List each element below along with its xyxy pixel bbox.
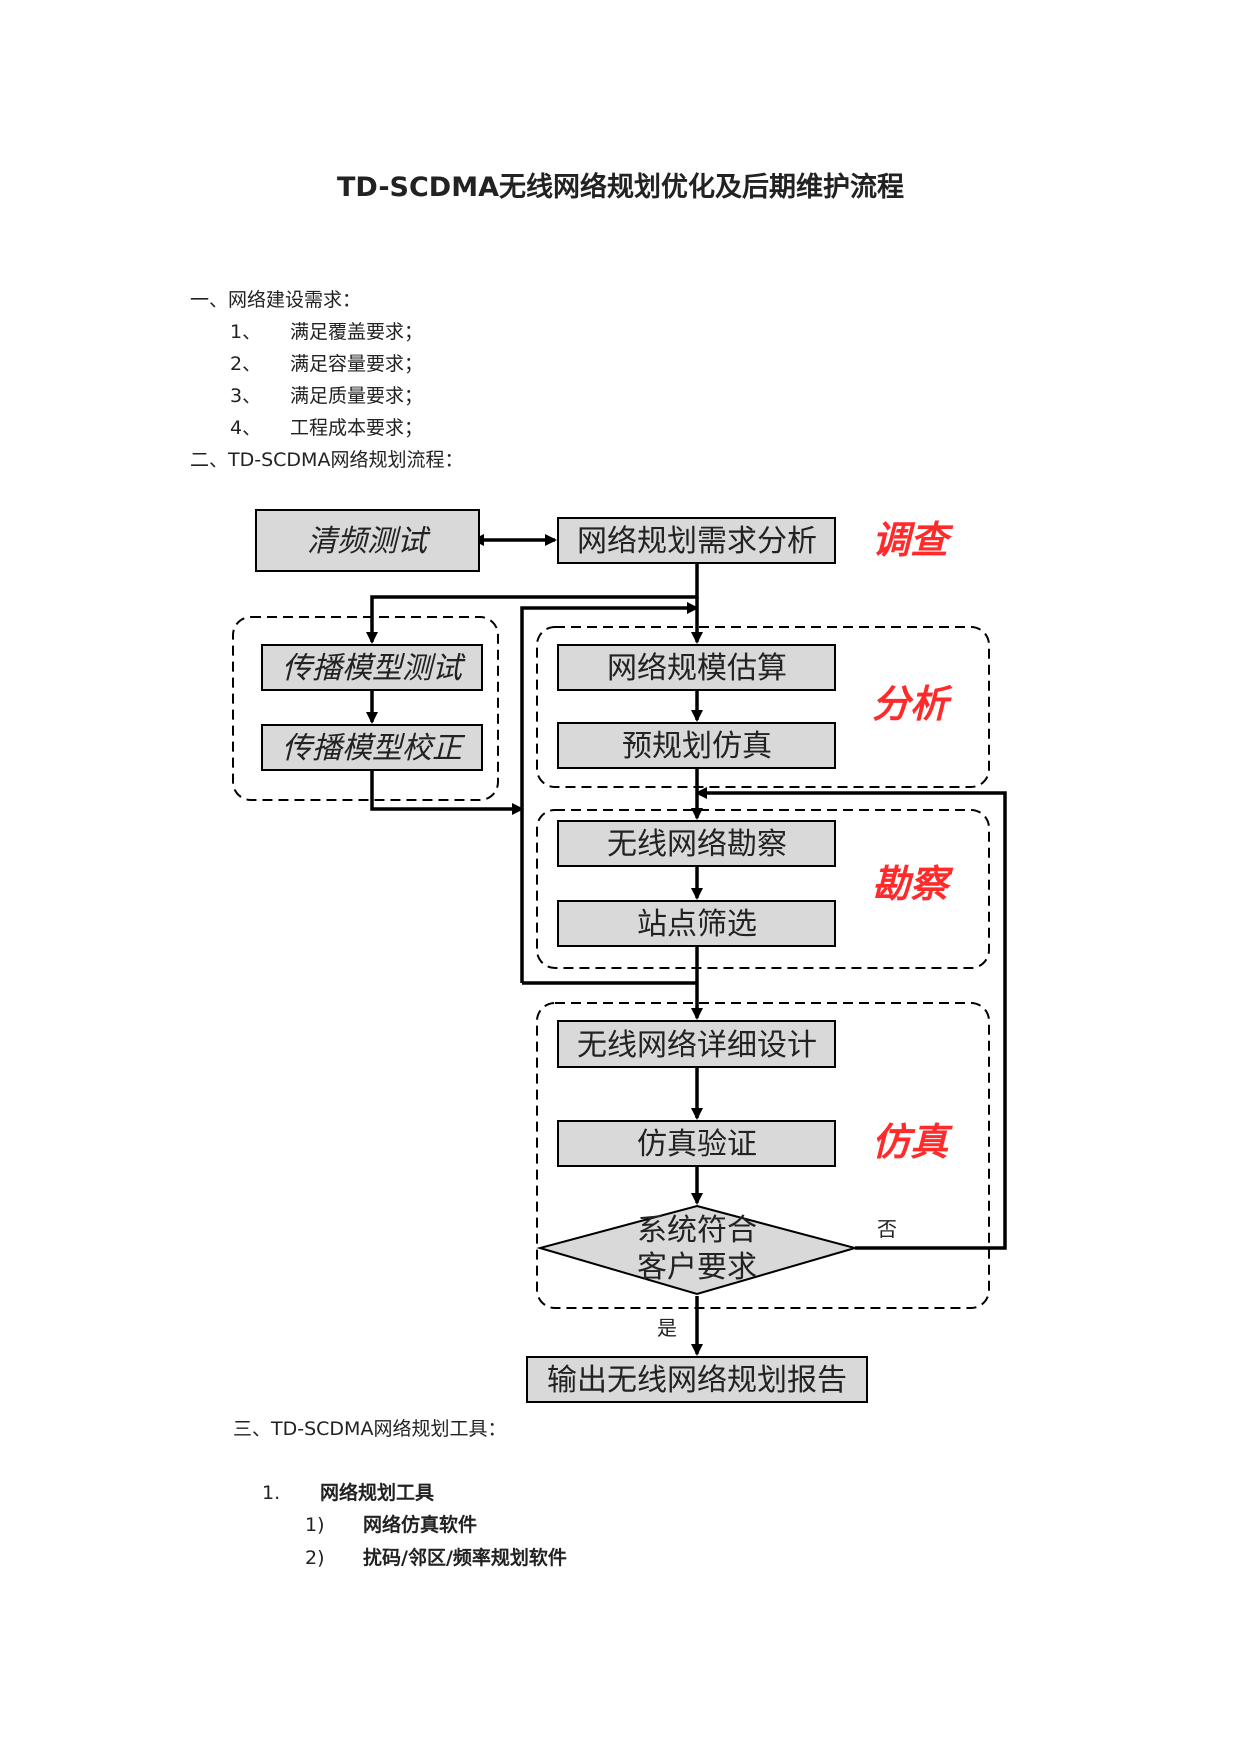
tool-item-text: 网络规划工具 — [320, 1482, 435, 1504]
tool-item-number: 1. — [262, 1482, 281, 1504]
list-item-number: 3、 — [230, 385, 262, 407]
phase-survey-label: 勘察 — [872, 861, 954, 906]
loop-arrow-left — [520, 602, 699, 983]
tool-subitem-number: 1) — [305, 1514, 325, 1536]
prop-calib-label: 传播模型校正 — [282, 731, 466, 766]
demand-analysis-label: 网络规划需求分析 — [577, 524, 817, 559]
list-item-number: 2、 — [230, 353, 262, 375]
section1-heading: 一、网络建设需求： — [190, 289, 362, 311]
scale-estimate-label: 网络规模估算 — [607, 651, 787, 686]
sim-verify-box — [557, 1120, 836, 1167]
survey-box — [557, 820, 836, 867]
list-item-text: 满足容量要求； — [290, 353, 424, 375]
tool-subitem-number: 2) — [305, 1547, 325, 1569]
output-report-label: 输出无线网络规划报告 — [547, 1363, 847, 1398]
branch-no-label: 否 — [877, 1217, 897, 1241]
section2-heading: 二、TD-SCDMA网络规划流程： — [190, 449, 464, 471]
decision-label-line2: 客户要求 — [637, 1250, 757, 1285]
site-select-box — [557, 900, 836, 947]
arrow-to-prop-test — [366, 563, 699, 644]
list-item-text: 满足质量要求； — [290, 385, 424, 407]
pre-sim-label: 预规划仿真 — [622, 729, 772, 764]
prop-calib-box — [261, 724, 483, 771]
decision-diamond — [536, 1204, 859, 1296]
list-item-number: 4、 — [230, 417, 262, 439]
clear-freq-label: 清频测试 — [307, 524, 431, 559]
detail-design-box — [557, 1020, 836, 1068]
tool-subitem-text: 网络仿真软件 — [363, 1514, 478, 1536]
list-item-text: 满足覆盖要求； — [290, 321, 424, 343]
document-title: TD-SCDMA无线网络规划优化及后期维护流程 — [337, 172, 904, 203]
sim-verify-label: 仿真验证 — [637, 1127, 757, 1162]
list-item: 4、 工程成本要求； — [230, 413, 423, 440]
tool-subitem: 1) 网络仿真软件 — [305, 1510, 477, 1537]
site-select-label: 站点筛选 — [637, 907, 757, 942]
demand-analysis-box — [557, 517, 836, 564]
list-item-text: 工程成本要求； — [290, 417, 424, 439]
tool-subitem: 2) 扰码/邻区/频率规划软件 — [305, 1543, 567, 1570]
simulation-group-frame — [536, 1002, 990, 1309]
branch-yes-label: 是 — [657, 1316, 677, 1340]
prop-test-box — [261, 644, 483, 691]
analysis-group-frame — [536, 626, 990, 788]
tool-subitem-text: 扰码/邻区/频率规划软件 — [363, 1547, 567, 1569]
list-item-number: 1、 — [230, 321, 262, 343]
scale-estimate-box — [557, 644, 836, 691]
detail-design-label: 无线网络详细设计 — [577, 1028, 817, 1063]
tool-item-1: 1. 网络规划工具 — [262, 1478, 434, 1505]
clear-freq-box — [255, 509, 480, 572]
list-item: 2、 满足容量要求； — [230, 349, 423, 376]
arrow-no-feedback — [695, 787, 1007, 1250]
arrow-calib-to-main — [370, 770, 524, 815]
list-item: 3、 满足质量要求； — [230, 381, 423, 408]
section3-heading: 三、TD-SCDMA网络规划工具： — [233, 1418, 507, 1440]
list-item: 1、 满足覆盖要求； — [230, 317, 423, 344]
decision-label-line1: 系统符合 — [637, 1213, 757, 1248]
survey-group-frame — [536, 809, 990, 969]
output-report-box — [526, 1356, 868, 1403]
phase-investigate-label: 调查 — [872, 517, 954, 562]
pre-sim-box — [557, 722, 836, 769]
phase-analyze-label: 分析 — [872, 681, 953, 726]
prop-test-label: 传播模型测试 — [282, 651, 466, 686]
phase-simulate-label: 仿真 — [872, 1119, 953, 1164]
propagation-group-frame — [232, 616, 499, 801]
survey-label: 无线网络勘察 — [607, 827, 787, 862]
